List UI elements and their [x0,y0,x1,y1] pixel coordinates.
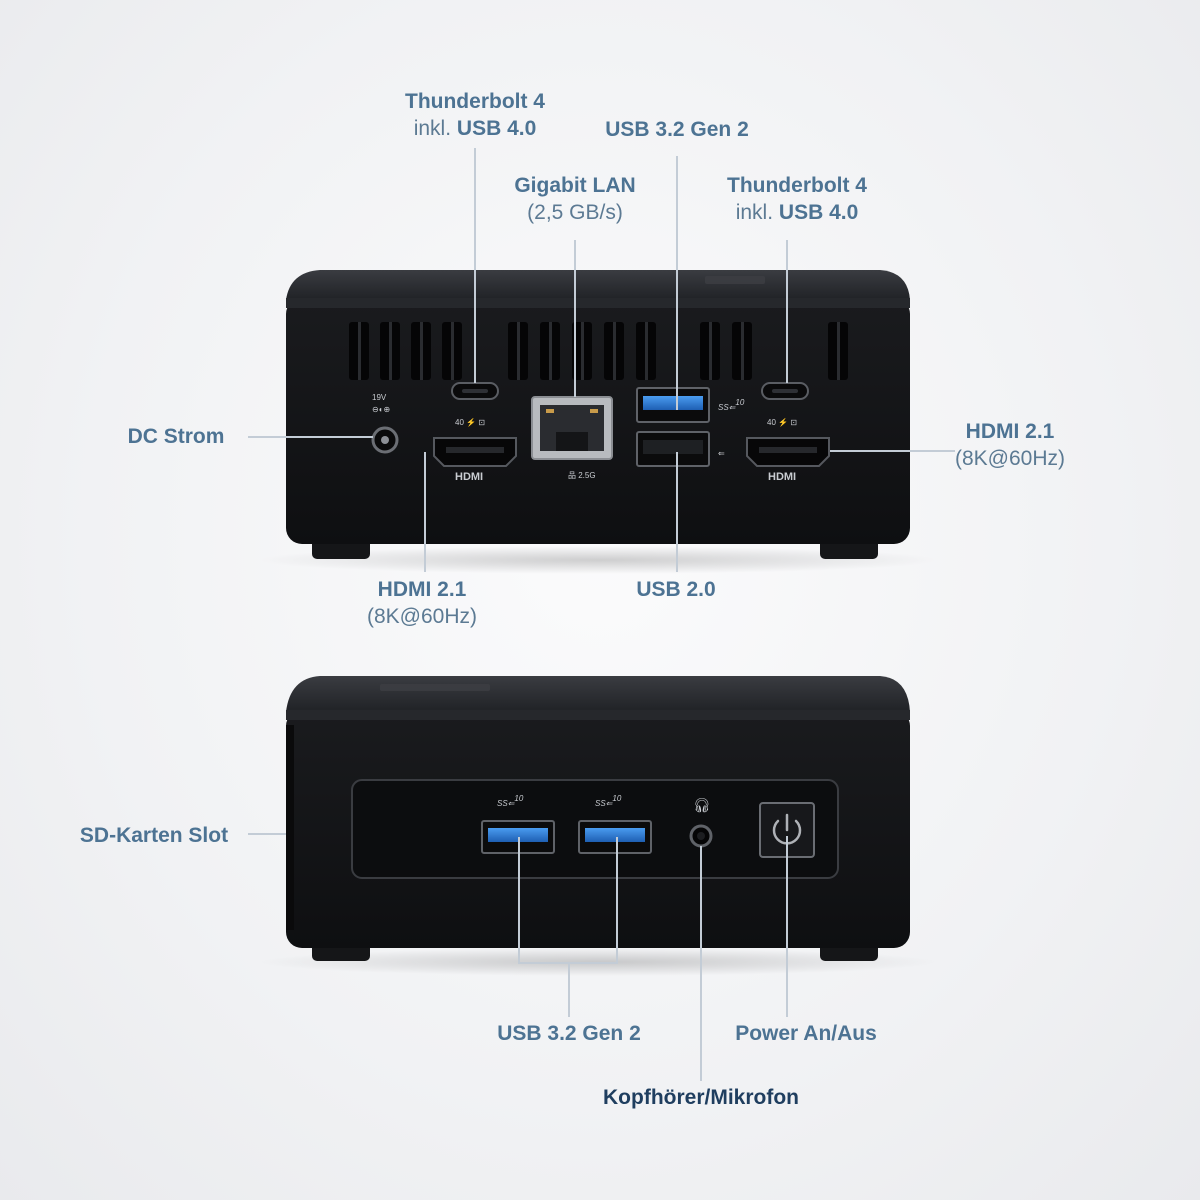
sd-card-edge [286,725,294,930]
dc-voltage-mark: 19V [372,393,387,402]
hdmi-logo-right: HDMI [768,471,796,483]
leader-lines [248,148,955,1081]
label-hdmi-right: HDMI 2.1 (8K@60Hz) [954,420,1065,470]
front-device: SS⇐10 SS⇐10 🎧︎ [258,676,938,976]
front-lid [286,676,910,712]
label-tb4-right: Thunderbolt 4 inkl. USB 4.0 [727,174,867,224]
rear-lid [286,270,910,300]
label-usb32-front: USB 3.2 Gen 2 [497,1022,641,1045]
label-power: Power An/Aus [735,1022,877,1045]
tb4-icon-left: 40 ⚡ ⊡ [455,417,485,427]
lan-speed-mark: 品 2.5G [568,471,596,480]
tb4-icon-right: 40 ⚡ ⊡ [767,417,797,427]
label-audio: Kopfhörer/Mikrofon [603,1086,799,1109]
svg-text:⊖◐⊕: ⊖◐⊕ [372,405,390,414]
usb-icon: ⇐ [718,449,725,458]
label-usb20: USB 2.0 [636,578,716,601]
rear-device: 40 ⚡ ⊡ 40 ⚡ ⊡ 19V ⊖◐⊕ HDMI 品 2.5G SS⇐10 [258,270,938,574]
hdmi-logo-left: HDMI [455,471,483,483]
label-gigabit-lan: Gigabit LAN (2,5 GB/s) [514,174,636,224]
label-hdmi-left: HDMI 2.1 (8K@60Hz) [366,578,477,628]
label-dc-power: DC Strom [127,425,225,448]
label-sd-slot: SD-Karten Slot [79,824,229,847]
label-usb32-rear: USB 3.2 Gen 2 [605,118,749,141]
label-tb4-left: Thunderbolt 4 inkl. USB 4.0 [405,90,545,140]
headset-icon: 🎧︎ [693,797,711,813]
